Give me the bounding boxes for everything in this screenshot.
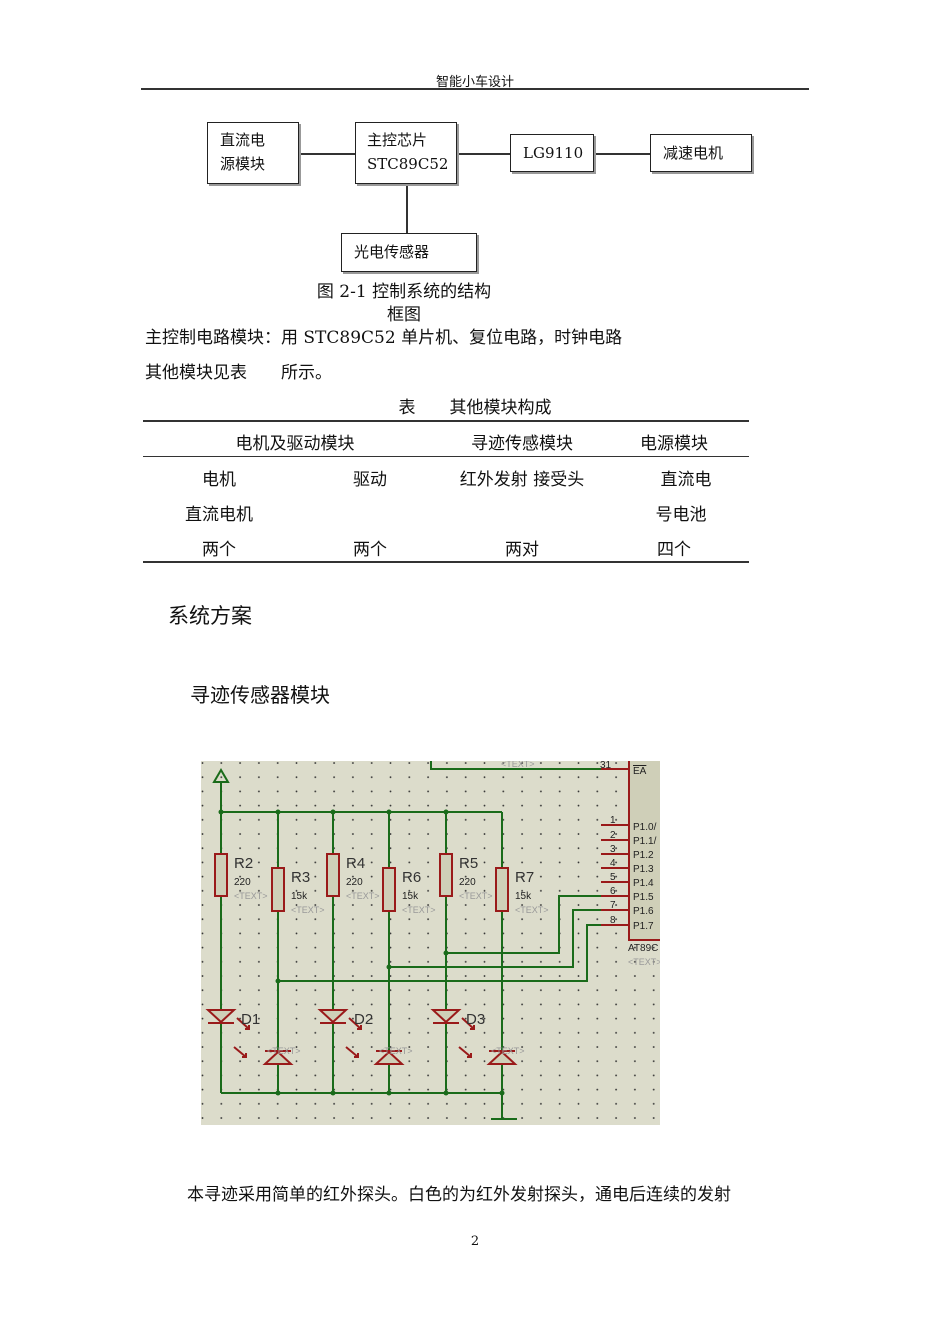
sensor-box: 光电传感器: [341, 233, 477, 272]
pin-number: 4: [610, 858, 616, 869]
pin-number: 8: [610, 915, 616, 926]
figure-caption: 框图: [387, 305, 421, 325]
connector: [406, 183, 408, 233]
power-arrow-icon: [212, 768, 230, 783]
pin-label: P1.6: [633, 906, 654, 917]
table-cell: 直流电: [660, 470, 712, 490]
paragraph: 其他模块见表 所示。: [145, 363, 332, 383]
header-rule: [141, 88, 809, 90]
resistor-label: R4: [346, 855, 365, 872]
resistor-label: R5: [459, 855, 478, 872]
placeholder-text: <TEXT>: [379, 1046, 413, 1056]
table-rule: [143, 420, 749, 422]
resistor-value: 15k: [291, 891, 308, 902]
pin-number: 31: [600, 761, 612, 771]
table-cell: 驱动: [353, 470, 387, 490]
diode-label: D2: [354, 1011, 373, 1028]
table-cell: 四个: [657, 540, 691, 560]
pin-label: P1.0/: [633, 822, 657, 833]
connector: [456, 153, 510, 155]
placeholder-text: <TEXT>: [402, 905, 436, 915]
pin-label: P1.7: [633, 921, 654, 932]
table-cell: 红外发射 接受头: [459, 470, 585, 490]
box-label: 源模块: [220, 155, 266, 173]
connector: [593, 153, 650, 155]
pin-number: 6: [610, 886, 616, 897]
pin-label: P1.5: [633, 892, 654, 903]
pin-number: 7: [610, 900, 616, 911]
pin-label: P1.2: [633, 850, 654, 861]
chip-name: AT89C: [628, 943, 658, 954]
pin-number: 1: [610, 815, 616, 826]
table-rule: [143, 561, 749, 563]
motor-box: 减速电机: [650, 134, 752, 172]
box-label: STC89C52: [367, 155, 449, 173]
table-cell: 电机: [202, 470, 236, 490]
placeholder-text: <TEXT>: [491, 1046, 525, 1056]
table-header: 电机及驱动模块: [235, 434, 355, 454]
placeholder-text: <TEXT>: [291, 905, 325, 915]
placeholder-text: <TEXT>: [267, 1046, 301, 1056]
page-number: 2: [470, 1234, 480, 1249]
body-paragraph: 本寻迹采用简单的红外探头。白色的为红外发射探头，通电后连续的发射: [187, 1185, 731, 1205]
section-heading: 系统方案: [168, 604, 252, 628]
placeholder-text: <TEXT>: [501, 761, 535, 769]
table-rule: [143, 456, 749, 457]
connector: [299, 153, 355, 155]
table-title: 表 其他模块构成: [398, 398, 552, 418]
table-cell: 号电池: [655, 505, 707, 525]
resistor-value: 220: [234, 877, 251, 888]
table-header: 寻迹传感模块: [471, 434, 573, 454]
paragraph: 主控制电路模块：用 STC89C52 单片机、复位电路，时钟电路: [145, 328, 623, 348]
pin-number: 5: [610, 872, 616, 883]
placeholder-text: <TEXT>: [628, 957, 660, 967]
resistor-value: 15k: [515, 891, 532, 902]
pin-label: P1.1/: [633, 836, 657, 847]
placeholder-text: <TEXT>: [459, 891, 493, 901]
mcu-box: 主控芯片 STC89C52: [355, 122, 457, 184]
sensor-circuit-schematic: R2 R3 R4 R6 R5 R7 D1 D2 D3 220 15k 220 1…: [201, 761, 660, 1125]
wires: [220, 761, 601, 1120]
driver-box: LG9110: [510, 134, 594, 172]
resistor-value: 220: [459, 877, 476, 888]
placeholder-text: <TEXT>: [346, 891, 380, 901]
placeholder-text: <TEXT>: [234, 891, 268, 901]
resistor-label: R6: [402, 869, 421, 886]
power-module-box: 直流电 源模块: [207, 122, 299, 184]
pin-label: P1.3: [633, 864, 654, 875]
resistor-value: 220: [346, 877, 363, 888]
pin-number: 3: [610, 844, 616, 855]
box-label: 直流电: [220, 131, 266, 149]
resistor-label: R3: [291, 869, 310, 886]
pin-label: EA: [633, 766, 647, 777]
resistor-value: 15k: [402, 891, 419, 902]
figure-caption: 图 2-1 控制系统的结构: [316, 282, 492, 302]
table-cell: 两个: [353, 540, 387, 560]
diode-label: D1: [241, 1011, 260, 1028]
diode-label: D3: [466, 1011, 485, 1028]
subsection-heading: 寻迹传感器模块: [190, 683, 330, 707]
pin-label: P1.4: [633, 878, 654, 889]
box-label: 主控芯片: [367, 131, 428, 149]
table-cell: 两对: [505, 540, 539, 560]
table-cell: 直流电机: [185, 505, 253, 525]
table-cell: 两个: [202, 540, 236, 560]
placeholder-text: <TEXT>: [515, 905, 549, 915]
table-header: 电源模块: [640, 434, 708, 454]
resistor-label: R7: [515, 869, 534, 886]
page-header: 智能小车设计: [435, 75, 515, 90]
resistor-label: R2: [234, 855, 253, 872]
pin-number: 2: [610, 830, 616, 841]
